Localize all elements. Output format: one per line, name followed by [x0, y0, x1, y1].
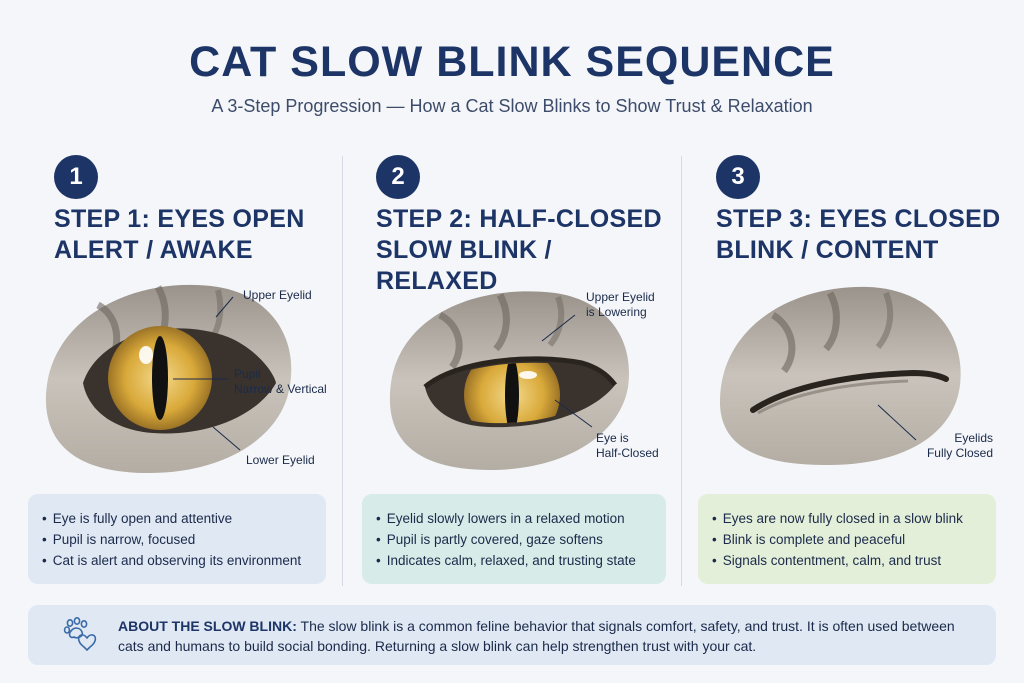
- step-title-subline: SLOW BLINK / RELAXED: [376, 236, 552, 295]
- step-2-info-box: Eyelid slowly lowers in a relaxed motion…: [362, 494, 666, 584]
- step-title-line: STEP 3: EYES CLOSED: [716, 205, 1001, 233]
- about-text: ABOUT THE SLOW BLINK: The slow blink is …: [118, 616, 988, 656]
- fur-stripe: [438, 311, 463, 370]
- step-number-badge: 2: [376, 155, 420, 199]
- step-title: STEP 1: EYES OPEN ALERT / AWAKE: [54, 204, 354, 266]
- step-title: STEP 2: HALF-CLOSED SLOW BLINK / RELAXED: [376, 204, 676, 297]
- callout-line: [554, 399, 593, 428]
- upper-eyelid-edge: [423, 356, 618, 389]
- about-line-2: cats and humans to build social bonding.…: [118, 636, 988, 656]
- column-divider: [681, 156, 682, 586]
- fur-stripe: [493, 293, 510, 352]
- fur-stripe: [770, 312, 796, 374]
- callout-eyelids-closed: Eyelids Fully Closed: [898, 431, 993, 461]
- fur-stripe: [547, 295, 565, 347]
- about-label: ABOUT THE SLOW BLINK:: [118, 618, 297, 634]
- about-text-line1: The slow blink is a common feline behavi…: [300, 618, 955, 634]
- fur-stripe: [823, 291, 840, 352]
- step-title-line: STEP 2: HALF-CLOSED: [376, 205, 662, 233]
- info-bullet: Eyelid slowly lowers in a relaxed motion: [376, 508, 652, 529]
- callout-line: [215, 296, 234, 318]
- eye-highlight: [519, 371, 537, 379]
- info-bullet: Cat is alert and observing its environme…: [42, 550, 312, 571]
- callout-pupil-line1: Pupil: [234, 367, 261, 381]
- callout-lower-eyelid: Lower Eyelid: [246, 453, 315, 467]
- callout-pupil: Pupil Narrow & Vertical: [234, 367, 327, 397]
- half-closed-eye-illustration: [389, 291, 630, 470]
- column-divider: [342, 156, 343, 586]
- callout-line: [877, 404, 917, 441]
- page-subtitle: A 3-Step Progression — How a Cat Slow Bl…: [211, 96, 813, 116]
- closed-eyelid-shadow: [757, 379, 909, 415]
- paw-heart-icon: [63, 617, 97, 652]
- callout-upper-eyelid-lowering: Upper Eyelid is Lowering: [586, 290, 655, 320]
- step-number-badge: 1: [54, 155, 98, 199]
- step-1-info-box: Eye is fully open and attentive Pupil is…: [28, 494, 326, 584]
- eye-highlight: [139, 346, 153, 364]
- about-panel: ABOUT THE SLOW BLINK: The slow blink is …: [28, 605, 996, 665]
- step-number-badge: 3: [716, 155, 760, 199]
- step-title-line: STEP 1: EYES OPEN: [54, 205, 305, 233]
- callout-lids-line1: Eyelids: [954, 431, 993, 445]
- step-title-subline: ALERT / AWAKE: [54, 236, 253, 264]
- page-title: CAT SLOW BLINK SEQUENCE: [189, 38, 835, 86]
- step-title-subline: BLINK / CONTENT: [716, 236, 939, 264]
- info-bullet: Blink is complete and peaceful: [712, 529, 982, 550]
- callout-line: [541, 314, 576, 342]
- callout-upper-eyelid: Upper Eyelid: [243, 288, 312, 302]
- callout-eye-half-closed: Eye is Half-Closed: [596, 431, 659, 461]
- info-bullet: Pupil is narrow, focused: [42, 529, 312, 550]
- open-eye-illustration: [45, 284, 292, 473]
- pupil: [505, 362, 519, 424]
- info-bullet: Indicates calm, relaxed, and trusting st…: [376, 550, 652, 571]
- callout-upper-line1: Upper Eyelid: [586, 290, 655, 304]
- step-1-column: 1 STEP 1: EYES OPEN ALERT / AWAKE: [28, 150, 348, 590]
- callout-pupil-line2: Narrow & Vertical: [234, 382, 327, 396]
- closed-eye-illustration: [719, 286, 961, 465]
- info-bullet: Eyes are now fully closed in a slow blin…: [712, 508, 982, 529]
- fur-shape: [719, 286, 961, 465]
- closed-eyelid-line: [750, 369, 949, 413]
- callout-upper-line2: is Lowering: [586, 305, 647, 319]
- step-2-column: 2 STEP 2: HALF-CLOSED SLOW BLINK / RELAX…: [360, 150, 680, 590]
- about-line-1: ABOUT THE SLOW BLINK: The slow blink is …: [118, 616, 988, 636]
- info-bullet: Signals contentment, calm, and trust: [712, 550, 982, 571]
- pupil: [152, 336, 168, 420]
- step-title: STEP 3: EYES CLOSED BLINK / CONTENT: [716, 204, 1016, 266]
- step-3-info-box: Eyes are now fully closed in a slow blin…: [698, 494, 996, 584]
- callout-eye-line1: Eye is: [596, 431, 629, 445]
- step-3-column: 3 STEP 3: EYES CLOSED BLINK / CONTENT Ey…: [698, 150, 1018, 590]
- info-bullet: Eye is fully open and attentive: [42, 508, 312, 529]
- callout-lids-line2: Fully Closed: [926, 446, 993, 460]
- about-text-line2: cats and humans to build social bonding.…: [118, 638, 757, 654]
- fur-stripe: [875, 291, 894, 349]
- callout-eye-line2: Half-Closed: [596, 446, 659, 460]
- info-bullet: Pupil is partly covered, gaze softens: [376, 529, 652, 550]
- callout-line: [212, 426, 241, 451]
